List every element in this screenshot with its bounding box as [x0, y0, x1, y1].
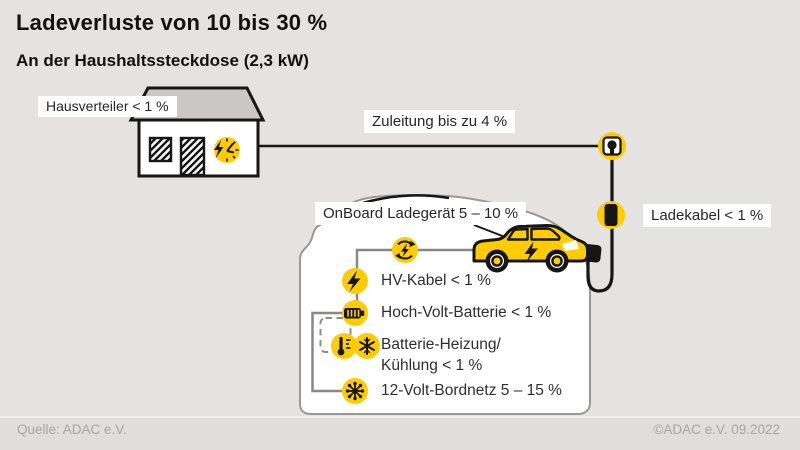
car-front-wheel [485, 249, 509, 273]
car-windshield [506, 227, 529, 241]
wall-socket-icon [598, 132, 626, 160]
label-batterie-heizung-line2: Kühlung < 1 % [381, 357, 483, 374]
electric-meter-icon [214, 137, 240, 163]
page-title: Ladeverluste von 10 bis 30 % [16, 10, 328, 35]
footer-source: Quelle: ADAC e.V. [17, 422, 127, 437]
bordnetz-wiring-harness-icon [342, 378, 368, 404]
onboard-pointer-line [473, 224, 506, 238]
kuehlung-snowflake-icon [354, 333, 380, 359]
panel-top-accent-line [362, 194, 450, 205]
hv-kabel-lightning-icon [342, 268, 368, 294]
cable-control-box-icon [597, 201, 625, 229]
car-rear-wheel [545, 249, 569, 273]
callout-ladekabel: Ladekabel < 1 % [643, 204, 772, 227]
callout-hausverteiler: Hausverteiler < 1 % [38, 96, 177, 117]
callout-onboard-ladegeraet: OnBoard Ladegerät 5 – 10 % [315, 202, 527, 225]
callout-zuleitung: Zuleitung bis zu 4 % [364, 110, 516, 133]
label-hv-kabel: HV-Kabel < 1 % [381, 272, 491, 289]
house-window [148, 136, 173, 163]
house-door [179, 136, 206, 177]
label-batterie-heizung-line1: Batterie-Heizung/ [381, 336, 501, 353]
car-illustration [472, 224, 602, 273]
hochvolt-batterie-icon [342, 300, 368, 326]
charging-cable [586, 146, 614, 293]
car-rear-window [530, 227, 561, 241]
car-rear-highlight [562, 240, 579, 251]
label-batterie-heizung-kuehlung: Batterie-Heizung/ Kühlung < 1 % [381, 334, 501, 376]
footer-copyright: ©ADAC e.V. 09.2022 [653, 422, 780, 437]
label-bordnetz: 12-Volt-Bordnetz 5 – 15 % [381, 382, 562, 399]
car-lightning-bolt-icon [524, 241, 538, 262]
page-subtitle: An der Haushaltssteckdose (2,3 kW) [16, 51, 309, 70]
batterie-heizung-thermometer-icon [331, 333, 357, 359]
label-hochvolt-batterie: Hoch-Volt-Batterie < 1 % [381, 304, 552, 321]
footer-band [0, 416, 800, 450]
onboard-charger-icon [392, 237, 418, 263]
